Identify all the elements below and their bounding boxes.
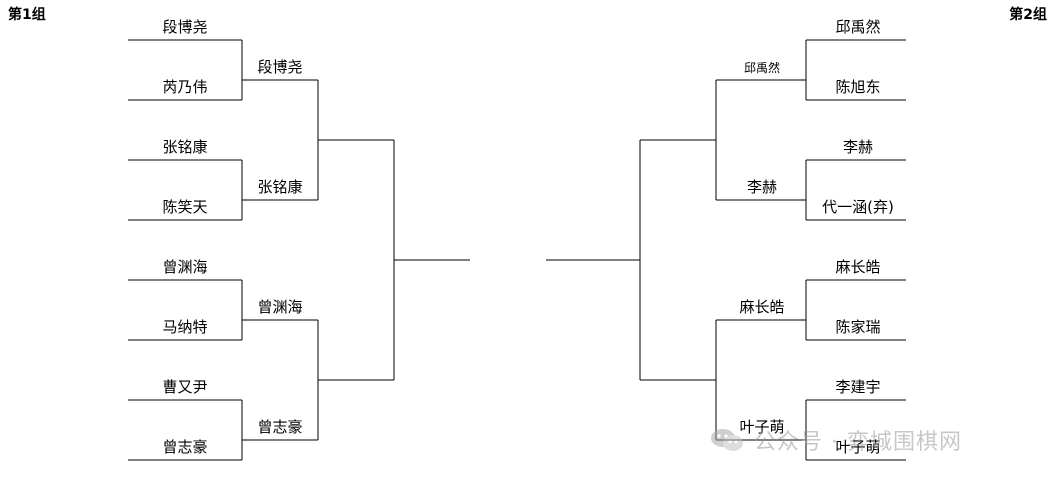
group-2-title: 第2组 bbox=[1009, 7, 1047, 23]
winner-name: 麻长皓 bbox=[739, 298, 784, 316]
player-name: 芮乃伟 bbox=[162, 78, 207, 96]
watermark-text: 公众号 · 弈城围棋网 bbox=[754, 430, 962, 455]
player-name: 陈家瑞 bbox=[835, 318, 880, 336]
player-name: 陈笑天 bbox=[162, 198, 207, 216]
winner-name: 曾渊海 bbox=[257, 298, 302, 316]
player-name: 代一涵(弃) bbox=[822, 198, 894, 216]
winner-name: 张铭康 bbox=[257, 178, 302, 196]
player-name: 李建宇 bbox=[835, 378, 880, 396]
player-name: 张铭康 bbox=[162, 138, 207, 156]
winner-name: 曾志豪 bbox=[257, 418, 302, 436]
player-name: 邱禹然 bbox=[835, 18, 880, 36]
player-name: 曹又尹 bbox=[162, 378, 207, 396]
watermark: 公众号 · 弈城围棋网 bbox=[710, 424, 962, 456]
player-name: 麻长皓 bbox=[835, 258, 880, 276]
group-1-title: 第1组 bbox=[8, 7, 46, 23]
player-name: 曾渊海 bbox=[162, 258, 207, 276]
player-name: 李赫 bbox=[843, 138, 873, 156]
winner-name: 段博尧 bbox=[257, 58, 302, 76]
player-name: 段博尧 bbox=[162, 18, 207, 36]
wechat-icon bbox=[711, 429, 743, 451]
player-name: 叶子萌 bbox=[835, 438, 880, 456]
player-name: 马纳特 bbox=[162, 318, 207, 336]
winner-name: 叶子萌 bbox=[739, 418, 784, 436]
player-name: 陈旭东 bbox=[835, 78, 880, 96]
player-name: 曾志豪 bbox=[162, 438, 207, 456]
winner-name: 李赫 bbox=[747, 178, 777, 196]
winner-name: 邱禹然 bbox=[744, 60, 780, 75]
